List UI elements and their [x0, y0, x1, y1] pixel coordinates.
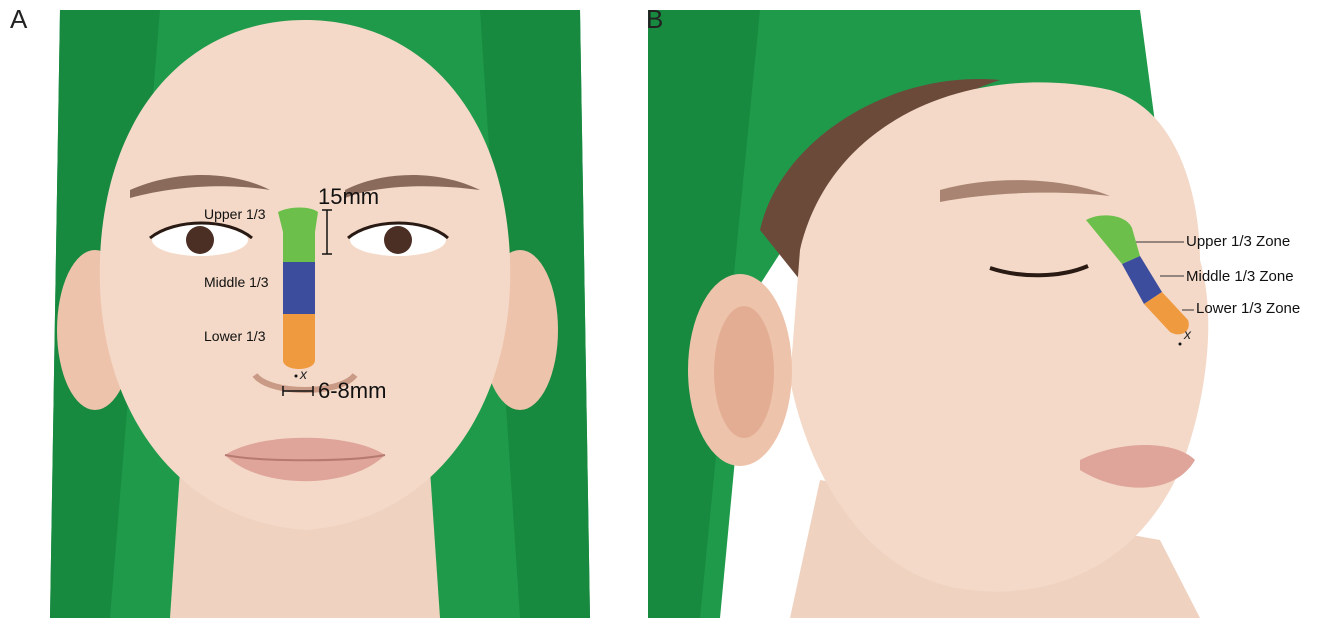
- inner-ear: [714, 306, 774, 438]
- panel-b-oblique-view: B Upper 1/3 Zone Middle 1/3 Zone Lower 1…: [640, 0, 1328, 618]
- upper-third-label: Upper 1/3: [204, 206, 265, 222]
- lower-width-measurement: 6-8mm: [318, 378, 386, 404]
- lower-third-label: Lower 1/3: [204, 328, 265, 344]
- right-iris: [384, 226, 412, 254]
- frontal-face-illustration: [0, 0, 640, 618]
- injection-point-marker: x: [1184, 326, 1191, 342]
- panel-b-letter: B: [646, 4, 663, 35]
- injection-point-dot: [295, 375, 298, 378]
- middle-third-label: Middle 1/3: [204, 274, 269, 290]
- lower-zone-shape: [283, 314, 315, 369]
- upper-length-measurement: 15mm: [318, 184, 379, 210]
- lower-zone-label: Lower 1/3 Zone: [1196, 300, 1300, 317]
- panel-a-frontal-view: A Upper 1/3 Middle 1/3 Lower 1/3 15mm 6-…: [0, 0, 640, 618]
- middle-zone-label: Middle 1/3 Zone: [1186, 268, 1294, 285]
- injection-point-marker: x: [300, 366, 307, 382]
- upper-zone-label: Upper 1/3 Zone: [1186, 233, 1290, 250]
- injection-point-dot: [1179, 343, 1182, 346]
- face: [790, 82, 1208, 591]
- upper-zone-shape: [278, 208, 318, 263]
- panel-a-letter: A: [10, 4, 27, 35]
- middle-zone-shape: [283, 262, 315, 314]
- left-iris: [186, 226, 214, 254]
